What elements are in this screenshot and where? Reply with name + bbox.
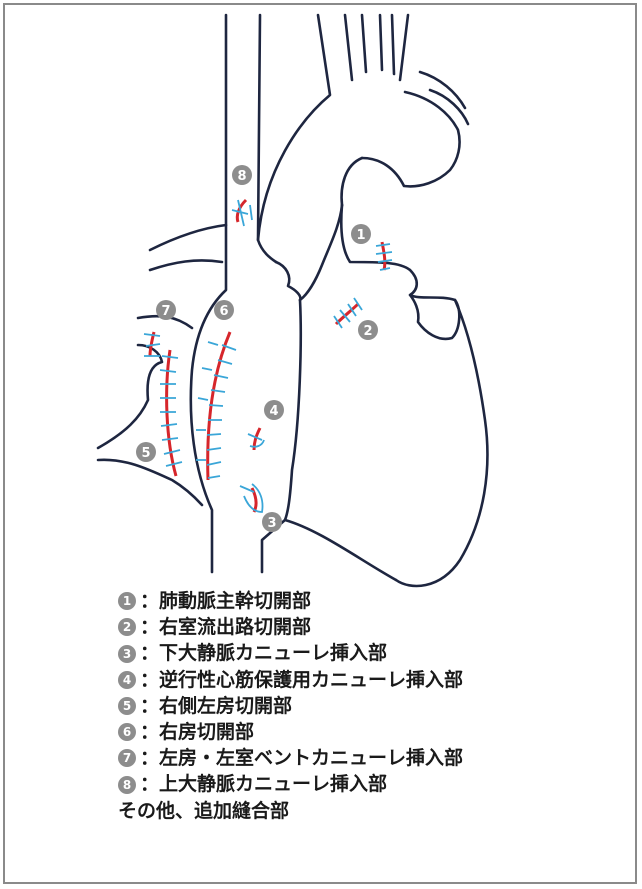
left-atrium-outline xyxy=(96,343,164,450)
figure-frame xyxy=(3,3,637,884)
marker-6-label: 6 xyxy=(219,304,228,319)
legend-text-3: ：下大静脈カニューレ挿入部 xyxy=(140,642,388,665)
aorta-branch3 xyxy=(378,13,384,72)
incision-marks xyxy=(143,198,393,513)
marker-1-label: 1 xyxy=(356,228,365,243)
aorta-branch2 xyxy=(360,13,368,74)
stitch-4 xyxy=(247,433,265,448)
legend-item-7: 7 ：左房・左室ベントカニューレ挿入部 xyxy=(118,745,463,771)
legend-item-8: 8 ：上大静脈カニューレ挿入部 xyxy=(118,771,463,797)
legend-text-5: ：右側左房切開部 xyxy=(140,694,293,717)
legend-badge-7: 7 xyxy=(118,749,136,768)
legend-other: その他、追加縫合部 xyxy=(118,799,290,822)
marker-2-label: 2 xyxy=(363,324,372,339)
aorta-inner-outline xyxy=(340,156,364,207)
aorta-branch4 xyxy=(390,13,396,76)
pulmonary-vein-upper xyxy=(148,223,228,252)
marker-5-label: 5 xyxy=(141,446,150,461)
marker-badges xyxy=(136,165,378,532)
marker-8-circle xyxy=(232,165,252,185)
marker-3-label: 3 xyxy=(267,516,276,531)
legend-badge-3: 3 xyxy=(118,644,136,663)
heart-right-border xyxy=(394,298,489,588)
marker-4-label: 4 xyxy=(269,404,278,419)
incision-5 xyxy=(165,349,178,477)
aorta-arch-outline xyxy=(360,90,461,188)
marker-4-circle xyxy=(264,400,284,420)
marker-8-label: 8 xyxy=(237,169,246,184)
legend-text-1: ：肺動脈主幹切開部 xyxy=(140,590,312,612)
pulmonary-vein-lower xyxy=(96,458,204,507)
legend-text-2: ：右室流出路切開部 xyxy=(140,616,312,639)
legend-item-1: 1 ：肺動脈主幹切開部 xyxy=(118,588,463,614)
legend: 1 ：肺動脈主幹切開部 2 ：右室流出路切開部 3 ：下大静脈カニューレ挿入部 … xyxy=(118,588,463,824)
aorta-branch6 xyxy=(418,70,467,110)
heart-apex-bottom xyxy=(283,518,398,582)
marker-2-circle xyxy=(358,320,378,340)
aorta-branch5 xyxy=(398,13,410,82)
legend-item-2: 2 ：右室流出路切開部 xyxy=(118,614,463,640)
pulmonary-vein-upper2 xyxy=(148,259,224,272)
incision-1 xyxy=(380,241,387,271)
svc-left-outline xyxy=(189,13,228,574)
legend-badge-8: 8 xyxy=(118,775,136,794)
legend-text-7: ：左房・左室ベントカニューレ挿入部 xyxy=(140,747,464,770)
stitch-7 xyxy=(143,333,161,357)
legend-badge-5: 5 xyxy=(118,696,136,715)
legend-item-6: 6 ：右房切開部 xyxy=(118,719,463,745)
marker-3-circle xyxy=(262,512,282,532)
marker-6-circle xyxy=(214,300,234,320)
legend-badge-2: 2 xyxy=(118,618,136,637)
ra-appendage-bumps xyxy=(274,260,302,302)
aorta-branch7 xyxy=(428,88,470,126)
marker-1-circle xyxy=(351,224,371,244)
legend-badge-6: 6 xyxy=(118,723,136,742)
marker-5-circle xyxy=(136,442,156,462)
pulmonary-trunk-outline xyxy=(339,203,412,272)
stitch-2 xyxy=(333,297,363,329)
marker-7-label: 7 xyxy=(161,304,170,319)
incision-7 xyxy=(148,331,156,357)
stitch-5 xyxy=(159,355,183,467)
aorta-left-outline xyxy=(256,13,332,242)
stitch-1 xyxy=(375,243,393,271)
ra-right-outline xyxy=(283,298,303,522)
legend-item-3: 3 ：下大静脈カニューレ挿入部 xyxy=(118,640,463,666)
stitch-6 xyxy=(196,341,237,479)
stitch-8 xyxy=(231,199,253,227)
aorta-branch1 xyxy=(343,13,354,82)
marker-7-circle xyxy=(156,300,176,320)
legend-text-8: ：上大静脈カニューレ挿入部 xyxy=(140,773,388,796)
incision-4 xyxy=(252,427,262,451)
legend-text-4: ：逆行性心筋保護用カニューレ挿入部 xyxy=(140,668,464,691)
stitch-3 xyxy=(239,483,264,513)
legend-item-4: 4 ：逆行性心筋保護用カニューレ挿入部 xyxy=(118,667,463,693)
legend-item-5: 5 ：右側左房切開部 xyxy=(118,693,463,719)
legend-badge-4: 4 xyxy=(118,670,136,689)
legend-badge-1: 1 xyxy=(118,592,136,611)
interventricular-line xyxy=(298,203,344,302)
left-atrial-appendage xyxy=(408,268,461,341)
legend-text-6: ：右房切開部 xyxy=(140,721,255,744)
